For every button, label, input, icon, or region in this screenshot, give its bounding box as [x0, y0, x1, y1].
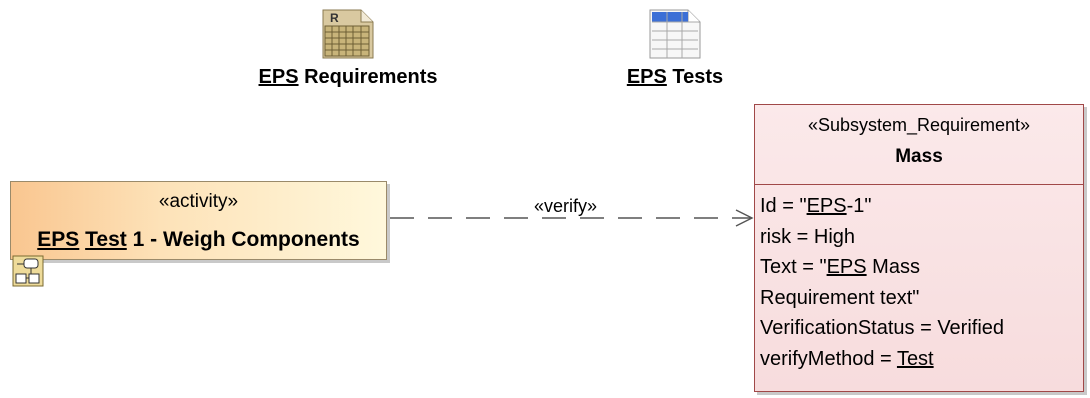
eps-link[interactable]: EPS [826, 256, 867, 278]
attr-text: Text = "EPS Mass [760, 256, 920, 278]
activity-node[interactable]: «activity» EPS Test 1 - Weigh Components [10, 181, 387, 260]
table-name-suffix: Tests [666, 66, 724, 88]
attr-verify-method: verifyMethod = Test [760, 347, 934, 370]
requirement-stereotype: «Subsystem_Requirement» [807, 115, 1031, 135]
requirement-attributes: Id = "EPS-1" risk = High Text = "EPS Mas… [755, 185, 1083, 374]
requirement-table-icon-letter: R [330, 11, 339, 25]
requirement-table-icon: R [322, 9, 374, 59]
verify-arrowhead [735, 209, 754, 227]
verify-label: «verify» [534, 196, 598, 216]
table-name-prefix: EPS [258, 66, 299, 88]
attr-verification-status: VerificationStatus = Verified [760, 317, 1005, 339]
eps-tests-table[interactable]: EPS Tests [610, 8, 740, 89]
attr-risk: risk = High [760, 225, 856, 248]
test-link[interactable]: Test [896, 347, 934, 370]
activity-title-rest: 1 - Weigh Components [126, 228, 360, 251]
activity-title-test: Test [85, 228, 127, 251]
eps-requirements-table[interactable]: R EPS Requirements [245, 8, 451, 89]
activity-stereotype: «activity» [158, 191, 239, 212]
activity-title-eps: EPS [37, 228, 80, 251]
requirement-node[interactable]: «Subsystem_Requirement» Mass Id = "EPS-1… [754, 104, 1084, 392]
requirement-name: Mass [895, 146, 943, 167]
generic-table-icon [649, 9, 701, 59]
table-name-suffix: Requirements [298, 66, 438, 88]
requirement-header: «Subsystem_Requirement» Mass [755, 105, 1083, 185]
attr-text-continued: Requirement text" [760, 286, 920, 309]
activity-title: EPS Test 1 - Weigh Components [11, 228, 386, 252]
activity-diagram-icon[interactable] [12, 255, 44, 287]
eps-link[interactable]: EPS [806, 195, 847, 217]
table-name-prefix: EPS [626, 66, 667, 88]
attr-id: Id = "EPS-1" [760, 195, 872, 217]
